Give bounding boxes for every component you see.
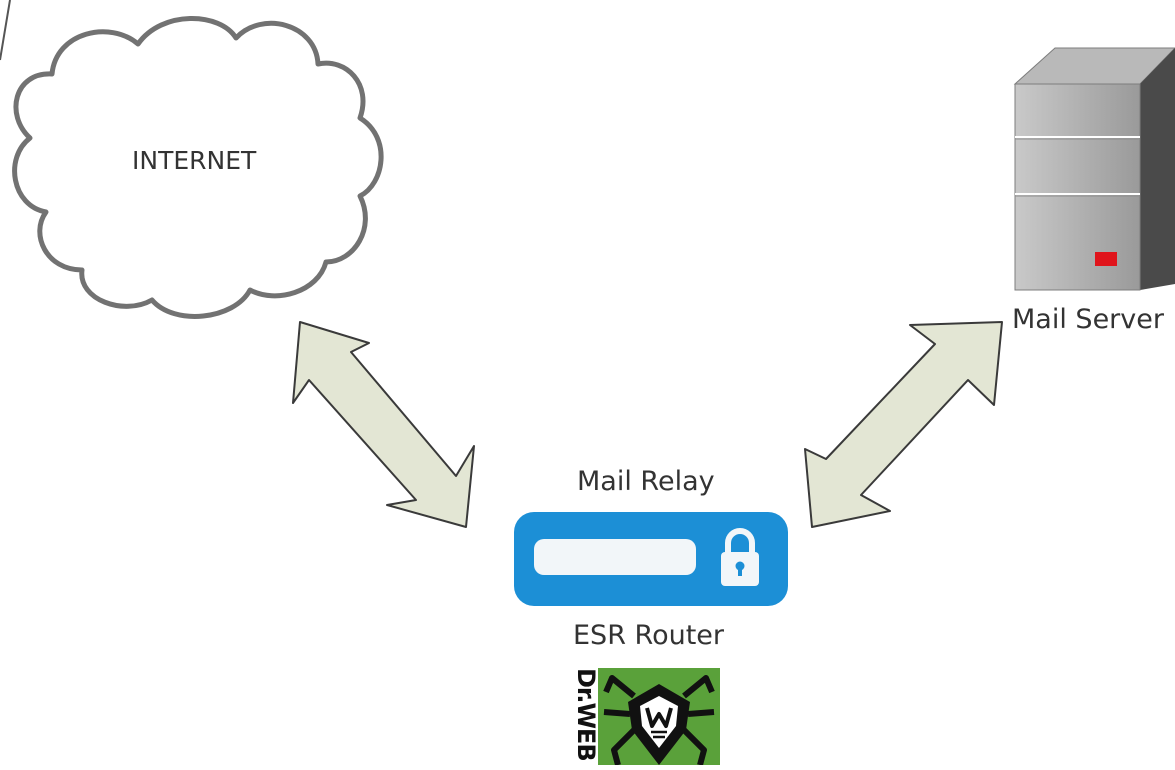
cloud-icon [12,16,384,319]
esr-router-label: ESR Router [573,620,725,651]
drweb-logo-badge [598,668,720,766]
drweb-logo-text-box: Dr.WEB [570,668,598,765]
status-indicator [1095,252,1117,266]
internet-label: INTERNET [132,146,257,175]
mail-server-label: Mail Server [1012,304,1164,335]
drweb-logo-text: Dr.WEB [572,668,598,761]
server-icon [1013,47,1175,291]
lock-icon [721,528,759,586]
corner-line [0,0,11,61]
mail-relay-label: Mail Relay [577,466,715,497]
drweb-logo: Dr.WEB [570,668,720,766]
spider-icon [603,675,715,766]
router-icon [514,512,788,606]
router-slot [534,539,696,575]
